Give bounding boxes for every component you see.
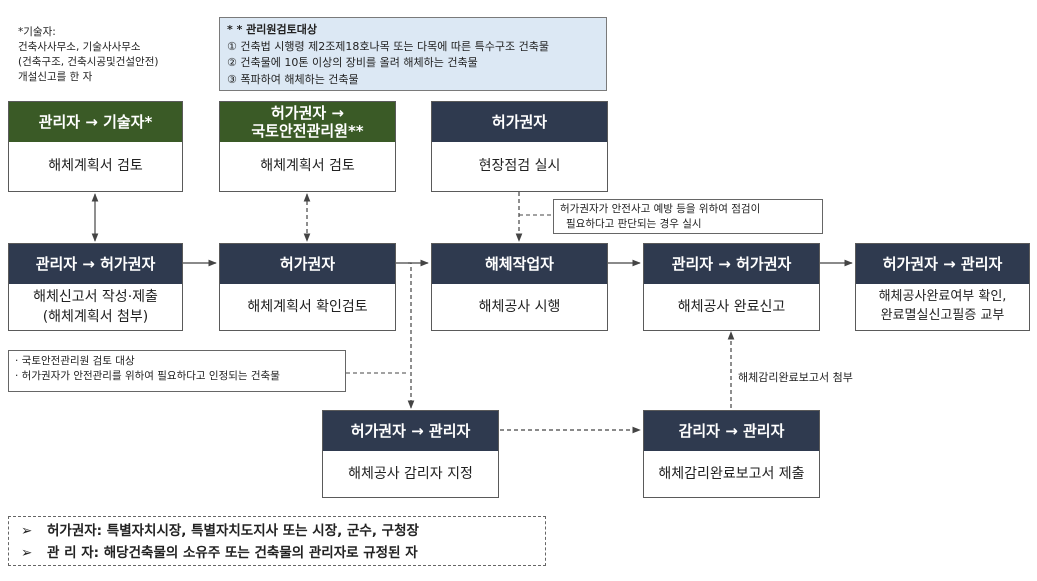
node-body: 해체계획서 확인검토: [247, 298, 368, 315]
node-header: 관리자 → 허가권자: [9, 244, 182, 284]
node-header: 허가권자 → 국토안전관리원**: [220, 102, 395, 142]
node-header: 관리자 → 기술자*: [9, 102, 182, 142]
note-engineer: *기술자: 건축사사무소, 기술사사무소 (건축구조, 건축시공및건설안전) 개…: [18, 26, 159, 83]
node-permit-assign-supervisor: 허가권자 → 관리자 해체공사 감리자 지정: [322, 410, 499, 498]
node-header: 허가권자 → 관리자: [323, 411, 498, 451]
label-attach-report: 해체감리완료보고서 첨부: [738, 371, 853, 384]
legend-item: ➢허가권자: 특별자치시장, 특별자치도지사 또는 시장, 군수, 구청장: [21, 523, 419, 539]
node-header: 허가권자 → 관리자: [856, 244, 1029, 284]
node-header: 허가권자: [220, 244, 395, 284]
node-manager-to-permit-report: 관리자 → 허가권자 해체신고서 작성·제출 (해체계획서 첨부): [8, 243, 183, 331]
note-conditions: · 국토안전관리원 검토 대상 · 허가권자가 안전관리를 위하여 필요하다고 …: [8, 350, 346, 392]
node-header: 허가권자: [432, 102, 607, 142]
node-body: 해체신고서 작성·제출 (해체계획서 첨부): [33, 288, 158, 325]
legend-item: ➢관 리 자: 해당건축물의 소유주 또는 건축물의 관리자로 규정된 자: [21, 544, 418, 561]
node-body: 해체공사 시행: [478, 298, 561, 315]
node-permit-site-inspection: 허가권자 현장점검 실시: [431, 101, 608, 192]
node-manager-to-engineer: 관리자 → 기술자* 해체계획서 검토: [8, 101, 183, 192]
node-body: 현장점검 실시: [478, 158, 561, 175]
note-inspection: 허가권자가 안전사고 예방 등을 위하여 점검이 필요하다고 판단되는 경우 실…: [553, 199, 823, 234]
node-permit-to-safety-agency: 허가권자 → 국토안전관리원** 해체계획서 검토: [219, 101, 396, 192]
arrow-n5-n9: [407, 262, 415, 409]
note-review-targets: * * 관리원검토대상 ① 건축법 시행령 제2조제18호나목 또는 다목에 따…: [219, 17, 607, 91]
node-permit-plan-review: 허가권자 해체계획서 확인검토: [219, 243, 396, 331]
legend: ➢허가권자: 특별자치시장, 특별자치도지사 또는 시장, 군수, 구청장 ➢관…: [8, 516, 546, 566]
node-body: 해체감리완료보고서 제출: [658, 465, 805, 482]
node-supervisor-to-manager: 감리자 → 관리자 해체감리완료보고서 제출: [643, 410, 820, 498]
node-body: 해체계획서 검토: [48, 158, 143, 175]
node-body: 해체계획서 검토: [260, 158, 355, 175]
node-header: 관리자 → 허가권자: [644, 244, 819, 284]
node-demolition-worker: 해체작업자 해체공사 시행: [431, 243, 608, 331]
node-permit-to-manager-confirm: 허가권자 → 관리자 해체공사완료여부 확인, 완료멸실신고필증 교부: [855, 243, 1030, 331]
node-header: 감리자 → 관리자: [644, 411, 819, 451]
node-header: 해체작업자: [432, 244, 607, 284]
node-body: 해체공사 감리자 지정: [348, 465, 473, 482]
node-manager-to-permit-completion: 관리자 → 허가권자 해체공사 완료신고: [643, 243, 820, 331]
node-body: 해체공사완료여부 확인, 완료멸실신고필증 교부: [878, 289, 1007, 323]
node-body: 해체공사 완료신고: [677, 298, 786, 315]
